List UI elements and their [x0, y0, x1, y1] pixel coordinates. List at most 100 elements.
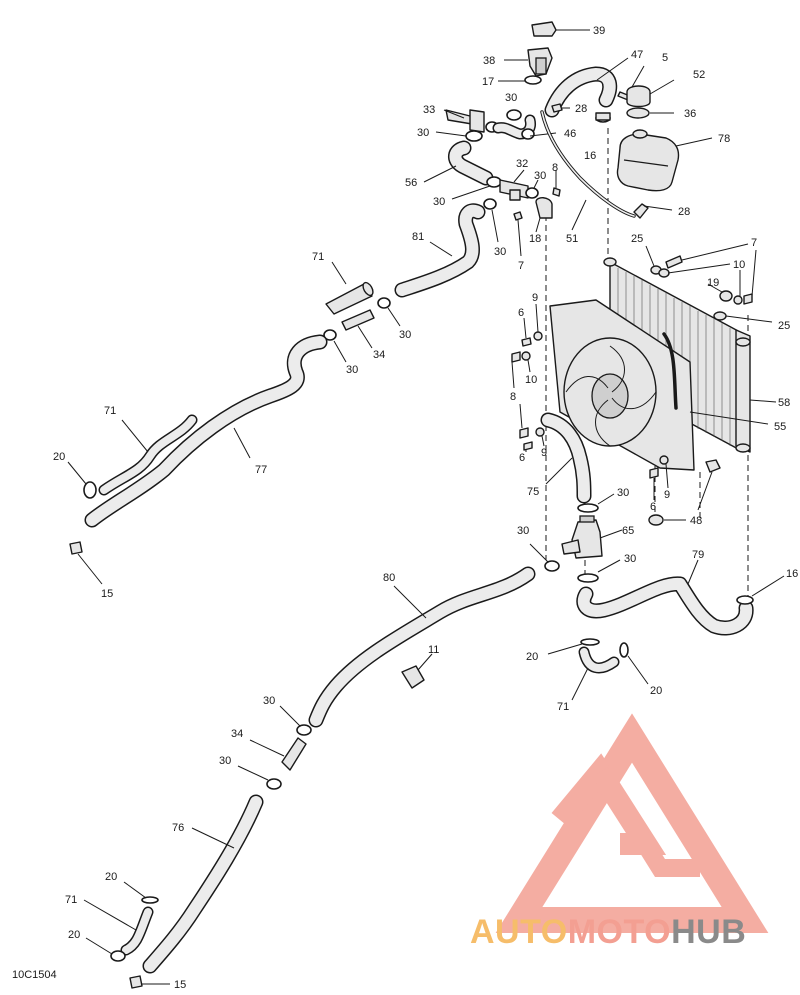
- callout-labels: 39 38 47 5 17 30 52 33 28 36 30 46 16 78…: [53, 25, 798, 991]
- callout-30: 30: [505, 92, 517, 104]
- clamp-20-lower-b: [85, 937, 126, 962]
- bolt-6-lower: [523, 441, 533, 452]
- clamp-30-k: [279, 705, 312, 736]
- callout-9: 9: [532, 292, 538, 304]
- cap-52: [626, 79, 675, 108]
- gasket-36: [626, 107, 674, 119]
- callout-56: 56: [405, 177, 417, 189]
- callout-78: 78: [718, 133, 730, 145]
- bolt-8-top: [552, 170, 561, 197]
- washer-10-right: [733, 270, 743, 305]
- callout-18: 18: [529, 233, 541, 245]
- washer-10-left: [521, 351, 531, 373]
- clamp-30-g: [323, 329, 347, 363]
- callout-19: 19: [707, 277, 719, 289]
- clamp-30-b: [435, 130, 483, 142]
- clamp-16-top: [595, 112, 611, 123]
- callout-38: 38: [483, 55, 495, 67]
- callout-80: 80: [383, 572, 395, 584]
- callout-30: 30: [517, 525, 529, 537]
- fitting-28-small: [551, 103, 570, 113]
- callout-51: 51: [566, 233, 578, 245]
- clamp-16-right: [736, 575, 785, 605]
- clamp-30-d: [525, 179, 539, 199]
- hose-46: [492, 109, 557, 140]
- callout-9: 9: [664, 489, 670, 501]
- bolt-6-bottom-right: [649, 467, 659, 500]
- bushing-19: [707, 283, 733, 302]
- clamp-30-c: [451, 176, 502, 200]
- hose-76: [142, 794, 264, 974]
- callout-65: 65: [622, 525, 634, 537]
- hose-80: [308, 566, 536, 728]
- washer-9-upper: [533, 303, 543, 341]
- callout-11: 11: [428, 644, 439, 656]
- grommet-25-right: [713, 311, 773, 323]
- callout-5: 5: [662, 52, 668, 64]
- callout-6: 6: [519, 452, 525, 464]
- cap-39: [531, 21, 590, 37]
- plug-15-lower: [129, 975, 170, 989]
- screw-7-top: [513, 211, 523, 257]
- clamp-17: [498, 75, 542, 85]
- callout-8: 8: [552, 162, 558, 174]
- callout-46: 46: [564, 128, 576, 140]
- callout-47: 47: [631, 49, 643, 61]
- clamp-30-l: [237, 765, 282, 790]
- clamp-30-h: [577, 493, 615, 513]
- clamp-20-right-a: [547, 638, 600, 655]
- callout-7: 7: [518, 260, 524, 272]
- callout-9: 9: [541, 447, 547, 459]
- bolt-8-lower: [519, 403, 529, 439]
- clamp-30-e: [483, 198, 499, 243]
- hose-77: [84, 334, 328, 528]
- hose-75: [540, 412, 592, 504]
- clamp-30-i: [529, 543, 560, 572]
- callout-10: 10: [733, 259, 745, 271]
- callout-10: 10: [525, 374, 537, 386]
- callout-75: 75: [527, 486, 539, 498]
- hose-47: [544, 57, 629, 118]
- fan: [563, 337, 657, 447]
- filler-neck-38: [504, 47, 553, 77]
- watermark-logo-text: AUTOMOTOHUB: [470, 914, 746, 950]
- callout-71: 71: [104, 405, 116, 417]
- callout-15: 15: [174, 979, 186, 991]
- connector-34-lower: [249, 737, 307, 771]
- callout-33: 33: [423, 104, 435, 116]
- callout-20: 20: [650, 685, 662, 697]
- washer-9-lower: [535, 427, 545, 447]
- callout-25: 25: [778, 320, 790, 332]
- washer-9-bottom-right: [659, 455, 669, 489]
- bolt-6-upper: [521, 317, 532, 347]
- callout-15: 15: [101, 588, 113, 600]
- callout-34: 34: [373, 349, 385, 361]
- pipe-71-left: [98, 414, 198, 496]
- callout-16: 16: [786, 568, 798, 580]
- callout-20: 20: [53, 451, 65, 463]
- callout-55: 55: [774, 421, 786, 433]
- elbow-71-lower: [83, 899, 154, 956]
- hose-81: [394, 203, 486, 298]
- watermark-word-moto: MOTO: [567, 913, 672, 951]
- thermostat-housing-65: [561, 515, 623, 559]
- callout-16: 16: [584, 150, 596, 162]
- callout-36: 36: [684, 108, 696, 120]
- hose-56: [423, 140, 494, 186]
- callout-30: 30: [263, 695, 275, 707]
- pipe-71-upper: [325, 261, 374, 315]
- clamp-20-lower-a: [123, 881, 159, 904]
- callout-30: 30: [219, 755, 231, 767]
- clamp-20-right-b: [619, 642, 649, 685]
- callout-28: 28: [575, 103, 587, 115]
- clip-11: [401, 653, 433, 689]
- callout-30: 30: [617, 487, 629, 499]
- bolt-7-right: [665, 243, 749, 269]
- clamp-20-left: [67, 461, 97, 499]
- callout-6: 6: [518, 307, 524, 319]
- callout-81: 81: [412, 231, 424, 243]
- callout-28: 28: [678, 206, 690, 218]
- callout-71: 71: [557, 701, 569, 713]
- callout-30: 30: [399, 329, 411, 341]
